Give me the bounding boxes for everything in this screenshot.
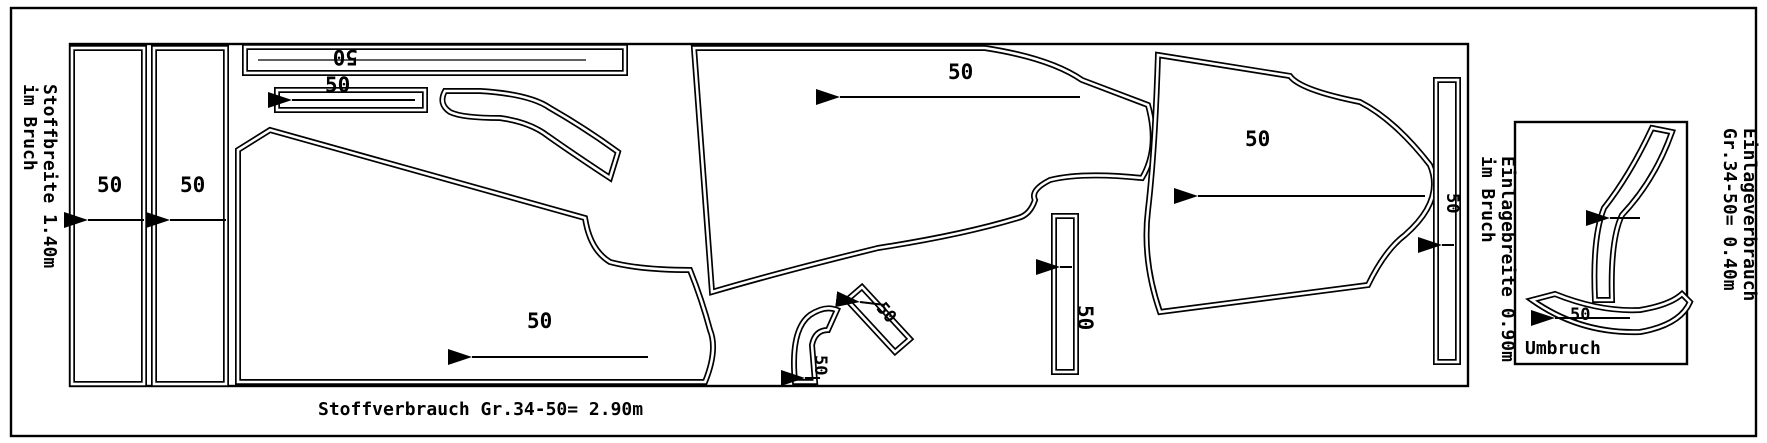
- outer-frame: [9, 6, 1758, 438]
- pattern-piece-small-strip: [1051, 213, 1079, 375]
- size-label-top-band: 50: [333, 45, 358, 69]
- grain-arrow-diagonal: [835, 291, 886, 308]
- pattern-piece-sleeve: [1143, 51, 1438, 316]
- pattern-piece-strip-2: [151, 45, 229, 387]
- interfacing-area: [1513, 120, 1689, 366]
- fold-marker-label: Umbruch: [1525, 338, 1601, 359]
- size-label-strip-2: 50: [180, 173, 205, 197]
- pattern-piece-hook: [791, 305, 842, 385]
- pattern-piece-back: [690, 45, 1156, 296]
- pattern-piece-facing-curve: [439, 88, 622, 183]
- pattern-piece-front: [235, 126, 717, 385]
- interfacing-usage-title: Einlageverbrauch: [1739, 128, 1760, 301]
- pattern-piece-vertical-strip: [1433, 77, 1461, 365]
- fabric-width-caption: Stoffbreite 1.40m im Bruch: [19, 84, 60, 268]
- size-label-small-strip: 50: [1073, 305, 1097, 330]
- interfacing-fold-label: im Bruch: [1477, 156, 1498, 243]
- interfacing-piece-collar: [1591, 124, 1676, 303]
- size-label-back: 50: [948, 60, 973, 84]
- interfacing-piece-curve: [1525, 289, 1694, 336]
- interfacing-width-label: Einlagebreite 0.90m: [1497, 156, 1518, 362]
- size-label-vertical-strip: 50: [1442, 193, 1462, 213]
- interfacing-width-caption: Einlagebreite 0.90m im Bruch: [1477, 156, 1518, 362]
- fabric-width-label: Stoffbreite 1.40m: [39, 84, 60, 268]
- size-label-collar: 50: [1570, 305, 1590, 325]
- interfacing-usage-label: Gr.34-50= 0.40m: [1719, 128, 1740, 291]
- interfacing-usage-caption: Einlageverbrauch Gr.34-50= 0.40m: [1719, 128, 1760, 301]
- size-label-strip-1: 50: [97, 173, 122, 197]
- pattern-piece-top-band: [242, 44, 628, 76]
- pattern-piece-strip-1: [69, 45, 147, 387]
- size-label-front: 50: [527, 309, 552, 333]
- size-label-small-band: 50: [325, 73, 350, 97]
- size-label-hook: 50: [810, 355, 830, 375]
- fabric-fold-label: im Bruch: [19, 84, 40, 171]
- size-label-sleeve: 50: [1245, 127, 1270, 151]
- fabric-usage-label: Stoffverbrauch Gr.34-50= 2.90m: [318, 399, 643, 420]
